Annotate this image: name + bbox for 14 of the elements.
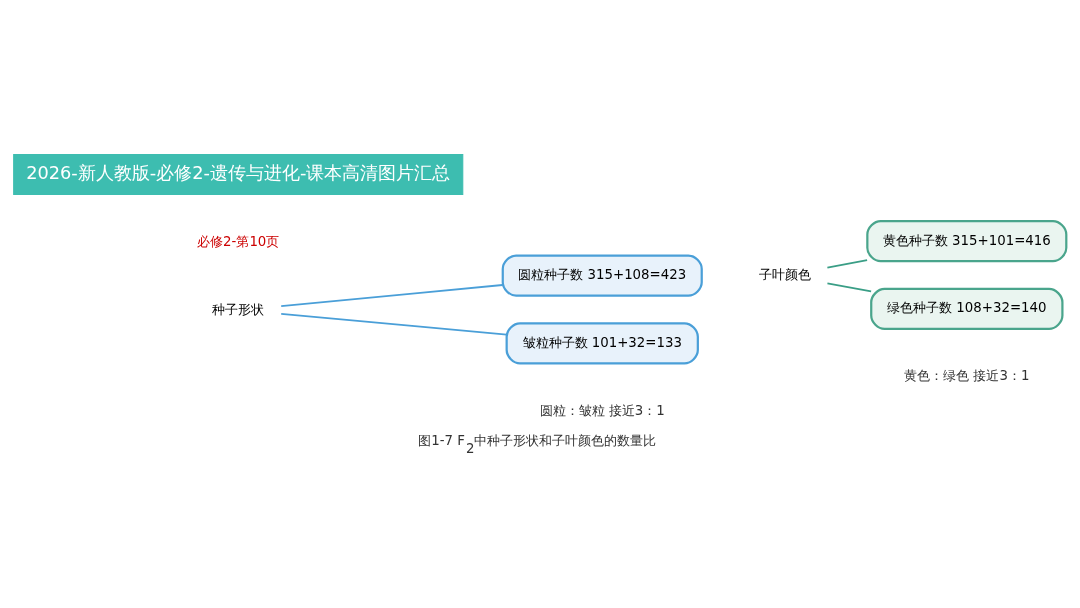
label: 圆粒：皱粒 接近3：1	[539, 402, 665, 418]
label: 必修2-第10页	[197, 233, 280, 249]
connector	[280, 312, 508, 336]
connector	[826, 281, 872, 292]
label: 黄色：绿色 接近3：1	[904, 367, 1030, 383]
diagram-title: 2026-新人教版-必修2-遗传与进化-课本高清图片汇总	[26, 161, 451, 183]
node-box: 圆粒种子数 315+108=423	[501, 254, 703, 297]
connector	[826, 258, 868, 268]
node-text: 种子形状	[212, 301, 265, 316]
node-text: 子叶颜色	[758, 266, 811, 282]
node-box: 皱粒种子数 101+32=133	[505, 321, 699, 365]
node-box: 黄色种子数 315+101=416	[866, 219, 1068, 262]
connector	[280, 283, 504, 307]
node-box: 绿色种子数 108+32=140	[870, 287, 1064, 330]
